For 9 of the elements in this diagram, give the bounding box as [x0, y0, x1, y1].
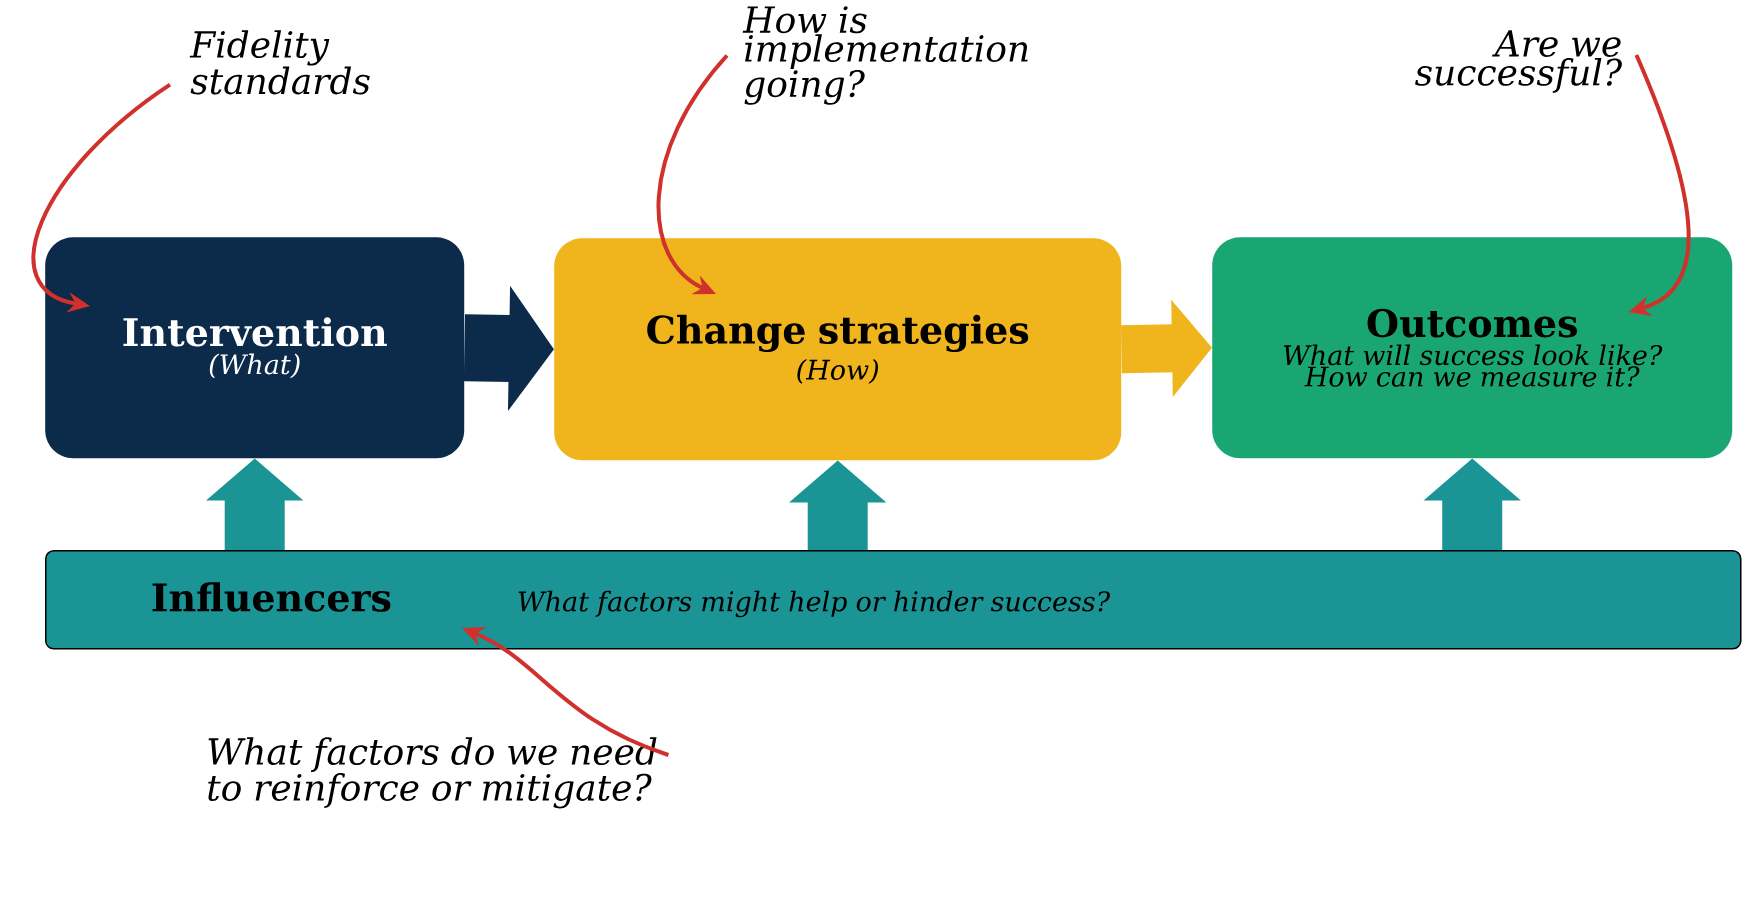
process-box: Intervention (What)	[45, 237, 465, 459]
influencers-band: Influencers What factors might help or hinder success?	[45, 550, 1742, 650]
process-box: Outcomes What will success look like? How can we measure it?	[1212, 237, 1733, 459]
annotation-text: Are we successful?	[1415, 30, 1622, 93]
annotation-text: Fidelity standards	[189, 30, 370, 95]
annotation-text: How is implementation going?	[742, 6, 1028, 105]
process-box: Change strategies (How)	[554, 238, 1122, 461]
annotation-text: What factors do we need to reinforce or mitigate?	[208, 737, 657, 809]
curved-arrow	[656, 54, 729, 295]
